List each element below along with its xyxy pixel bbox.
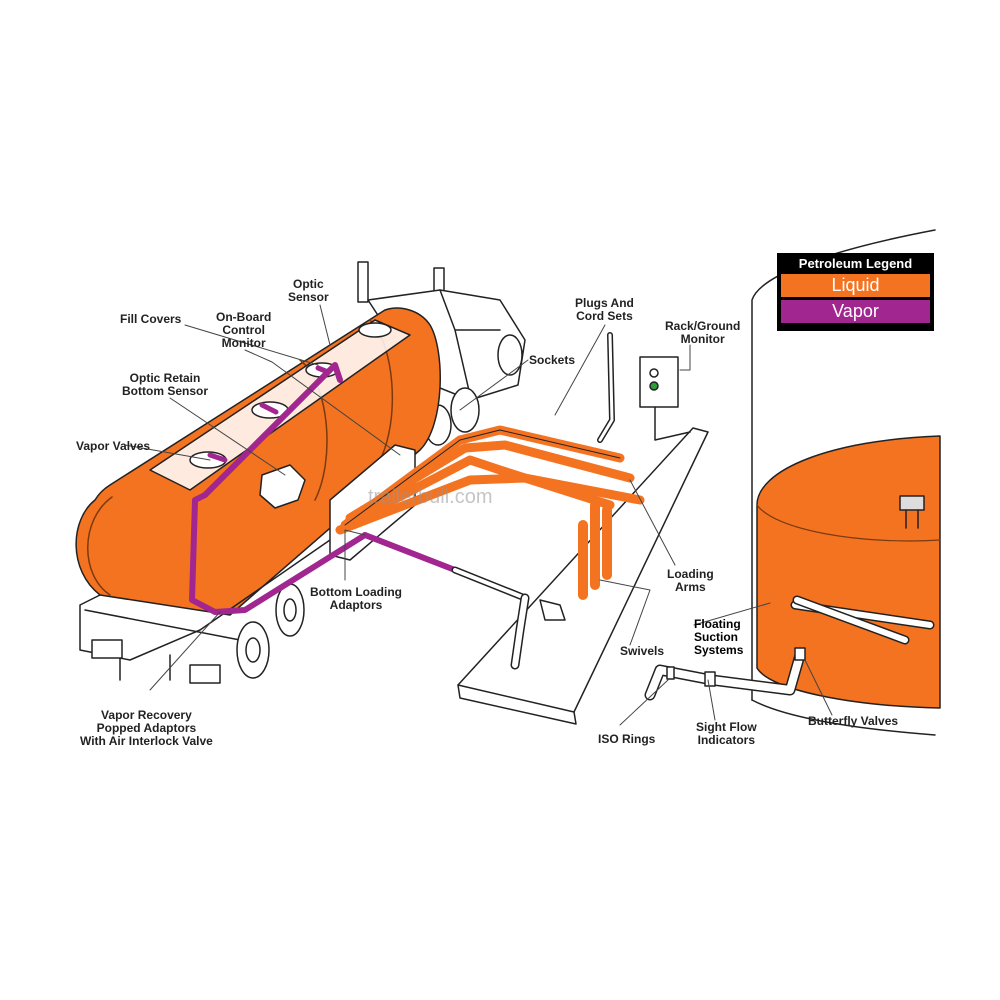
storage-tank [751,229,941,736]
label-line: Sensor [288,290,329,304]
rack-ground-monitor [597,332,691,443]
label-vapor-valves: Vapor Valves [76,440,150,453]
label-line: Plugs And [575,296,634,310]
label-line: Bottom Sensor [122,384,209,398]
label-line: Systems [694,643,744,657]
label-fill-covers: Fill Covers [120,313,181,326]
label-line: Suction [694,630,738,644]
label-line: Vapor Valves [76,439,151,453]
label-iso-rings: ISO Rings [598,733,655,746]
label-line: Sockets [529,353,576,367]
label-sockets: Sockets [529,354,575,367]
label-butterfly-valves: Butterfly Valves [808,715,898,728]
label-line: Rack/Ground [665,319,741,333]
label-line: Monitor [221,336,266,350]
tank-body [75,307,441,616]
petroleum-legend: Petroleum Legend Liquid Vapor [777,253,934,331]
label-line: Popped Adaptors [96,721,197,735]
legend-vapor: Vapor [781,300,930,323]
label-line: Control [222,323,265,337]
label-line: Monitor [680,332,725,346]
legend-liquid: Liquid [781,274,930,297]
suction-line [644,647,806,701]
leader-lines [124,304,833,726]
tank-liquid [756,435,941,709]
label-swivels: Swivels [620,645,664,658]
legend-title: Petroleum Legend [798,256,913,271]
label-line: Indicators [697,733,755,747]
label-line: Swivels [620,644,665,658]
label-line: Floating [694,617,741,631]
label-line: Bottom Loading [310,585,402,599]
tanker-trailer [75,307,441,684]
label-line: On-Board [216,310,272,324]
label-line: Vapor Recovery [101,708,192,722]
label-line: Arms [674,580,706,594]
watermark: trailerbull.com [368,486,493,508]
label-line: Adaptors [329,598,383,612]
label-line: ISO Rings [598,732,656,746]
vapor-lines [189,362,458,615]
label-line: Sight Flow [696,720,757,734]
label-line: Loading [667,567,714,581]
label-line: Cord Sets [576,309,633,323]
label-line: Optic Retain [129,371,201,385]
label-line: Optic [293,277,324,291]
label-line: Butterfly Valves [808,714,899,728]
label-line: Fill Covers [120,312,182,326]
label-line: With Air Interlock Valve [80,734,213,748]
